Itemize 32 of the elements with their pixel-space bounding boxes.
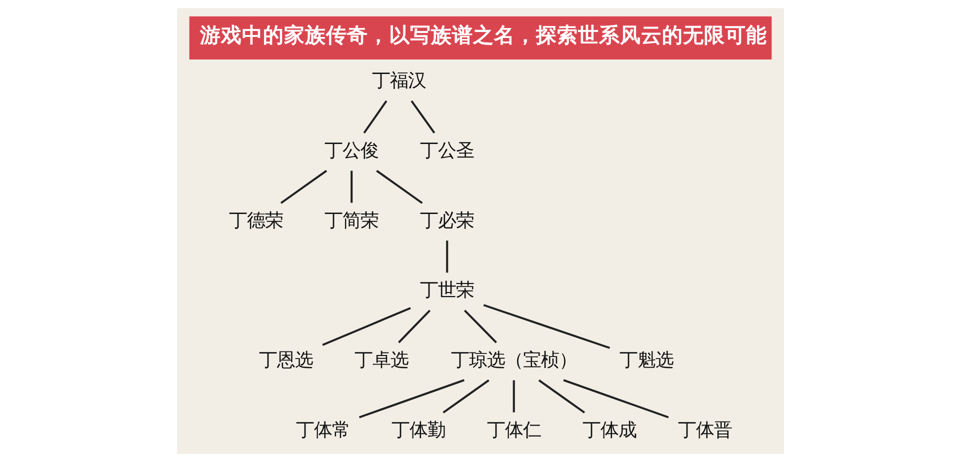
node-text: 丁体勤: [390, 420, 445, 441]
node-text: 丁体晋: [677, 420, 732, 441]
diagram-title: 游戏中的家族传奇，以写族谱之名，探索世系风云的无限可能: [200, 23, 767, 48]
connector: [358, 379, 464, 418]
connector: [442, 379, 489, 414]
node-text: 丁体仁: [486, 420, 540, 441]
connector: [482, 304, 610, 349]
node-text: 丁公俊: [324, 140, 378, 162]
connector: [562, 379, 668, 418]
connector: [512, 380, 514, 412]
connector: [463, 310, 496, 344]
node-text: 丁魁选: [618, 350, 673, 371]
connector: [280, 170, 327, 204]
node-text: 丁体成: [582, 420, 636, 441]
node-text: 丁世荣: [420, 280, 474, 302]
connector: [410, 100, 435, 134]
node-text: 丁琼选（宝桢）: [450, 350, 576, 371]
node-text: 丁体常: [295, 420, 350, 441]
node-text: 丁卓选: [354, 350, 408, 371]
connector: [350, 170, 352, 203]
connector: [362, 100, 387, 134]
connector: [538, 379, 585, 414]
node-text: 丁简荣: [324, 210, 378, 232]
node-text: 丁福汉: [371, 70, 426, 92]
node-text: 丁德荣: [228, 210, 283, 232]
node-text: 丁公圣: [420, 140, 474, 162]
connector: [322, 307, 410, 346]
connector: [398, 310, 430, 344]
connector: [446, 240, 448, 273]
node-text: 丁必荣: [420, 210, 474, 232]
node-text: 丁恩选: [258, 350, 312, 371]
connector: [376, 170, 422, 204]
